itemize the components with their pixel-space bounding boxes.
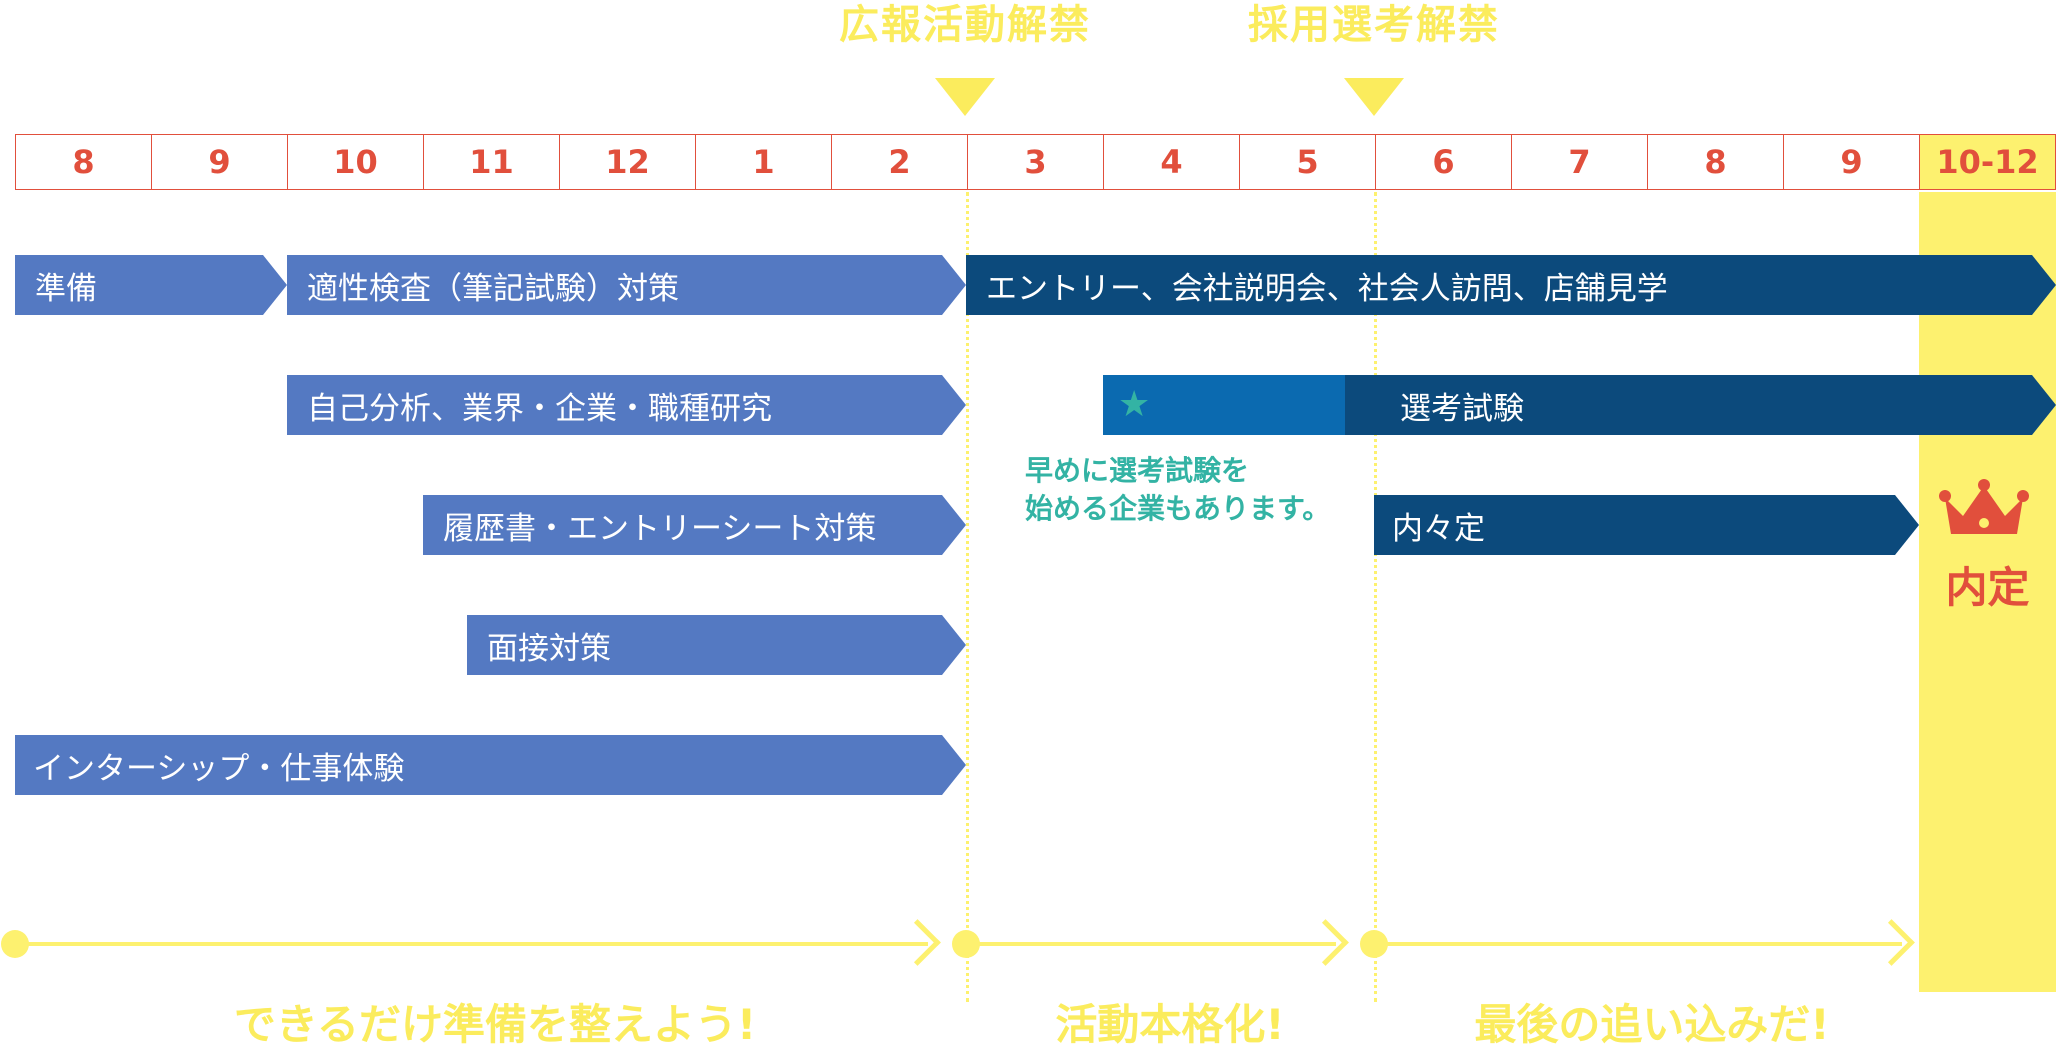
early-exam-note: 早めに選考試験を 始める企業もあります。 [1025,452,1330,528]
month-cell: 8 [15,134,152,190]
bar-rireki: 履歴書・エントリーシート対策 [423,495,966,555]
month-cell: 9 [1783,134,1920,190]
month-cell: 3 [967,134,1104,190]
bar-jiko: 自己分析、業界・企業・職種研究 [287,375,966,435]
month-header: 8 9 10 11 12 1 2 3 4 5 6 7 8 9 10-12 [15,134,2056,192]
month-cell: 7 [1511,134,1648,190]
naitei-label: 内定 [1945,563,2030,612]
milestone-koho-marker-icon [935,78,995,116]
phase1-caption: できるだけ準備を整えよう! [233,1000,757,1049]
phase1-arrow-line [15,942,928,946]
month-cell: 5 [1239,134,1376,190]
month-cell: 4 [1103,134,1240,190]
phase3-arrow-line [1374,942,1902,946]
month-cell: 10 [287,134,424,190]
milestone-koho-label: 広報活動解禁 [839,2,1091,48]
phase1-arrowhead-icon [894,919,941,966]
bar-junbi: 準備 [15,255,287,315]
month-cell: 12 [559,134,696,190]
phase2-arrow-line [966,942,1336,946]
milestone-saiyo-label: 採用選考解禁 [1248,2,1500,48]
saiyo-divider-line [1374,192,1377,1002]
star-icon: ★ [1118,384,1151,425]
bar-senko: 選考試験 [1345,375,2056,435]
month-cell: 2 [831,134,968,190]
phase3-caption: 最後の追い込みだ! [1474,1000,1830,1049]
phase3-arrowhead-icon [1868,919,1915,966]
month-cell: 8 [1647,134,1784,190]
bar-entry: エントリー、会社説明会、社会人訪問、店舗見学 [966,255,2056,315]
phase2-caption: 活動本格化! [1055,1000,1285,1049]
month-cell: 10-12 [1919,134,2056,190]
phase2-arrowhead-icon [1302,919,1349,966]
milestone-saiyo-marker-icon [1344,78,1404,116]
bar-mensetsu: 面接対策 [467,615,966,675]
bar-intern: インターシップ・仕事体験 [15,735,966,795]
month-cell: 6 [1375,134,1512,190]
bar-tekisei: 適性検査（筆記試験）対策 [287,255,966,315]
naitei-highlight-column [1919,192,2056,992]
bar-early-senko [1103,375,1378,435]
crown-icon [1939,479,2029,534]
month-cell: 9 [151,134,288,190]
early-exam-note-line1: 早めに選考試験を [1025,454,1250,487]
koho-divider-line [966,192,969,1002]
month-cell: 11 [423,134,560,190]
early-exam-note-line2: 始める企業もあります。 [1025,492,1331,525]
bar-naitei-pre: 内々定 [1374,495,1919,555]
month-cell: 1 [695,134,832,190]
